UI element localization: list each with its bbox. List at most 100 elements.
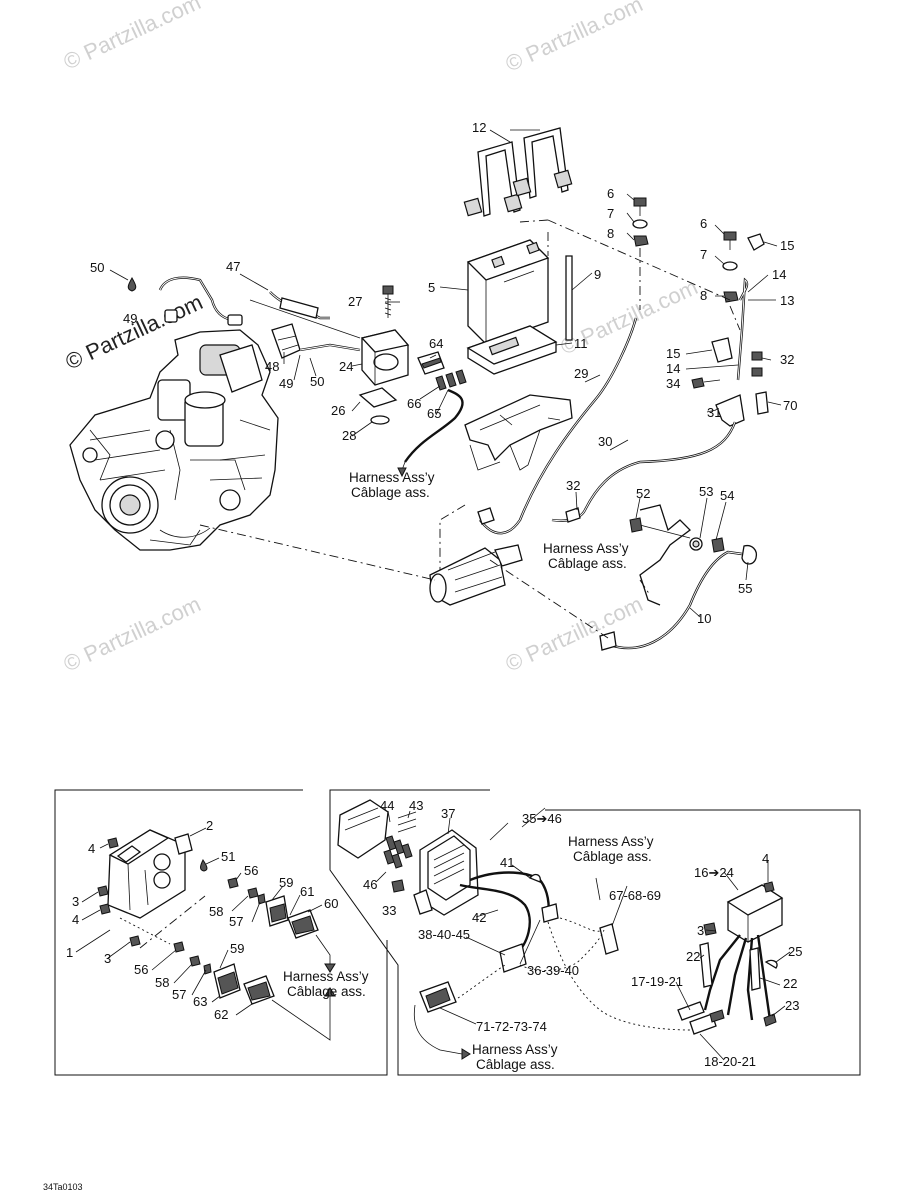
callout-60: 60 — [324, 896, 338, 911]
callout-37: 37 — [441, 806, 455, 821]
starter-cable — [551, 421, 737, 522]
callout-4: 4 — [88, 841, 95, 856]
harness-plug — [599, 923, 619, 955]
leader-lines-right — [375, 807, 791, 1061]
callout-44: 44 — [380, 798, 394, 813]
callout-71: 71-72-73-74 — [476, 1019, 547, 1034]
callout-29: 29 — [574, 366, 588, 381]
callout-58: 58 — [209, 904, 223, 919]
callout-67: 67-68-69 — [609, 888, 661, 903]
sealant-drop — [127, 276, 137, 292]
harness-label-line1: Harness Ass’y — [283, 969, 369, 984]
callout-4: 4 — [72, 912, 79, 927]
callout-6: 6 — [700, 216, 707, 231]
callout-14: 14 — [666, 361, 680, 376]
callout-47: 47 — [226, 259, 240, 274]
harness-label-line1: Harness Ass’y — [349, 470, 435, 485]
callout-13: 13 — [780, 293, 794, 308]
callout-59: 59 — [230, 941, 244, 956]
terminal-pins — [435, 369, 467, 391]
watermark: © Partzilla.com — [60, 0, 205, 75]
leader-lines-left — [75, 827, 323, 1016]
harness-label-line2: Câblage ass. — [573, 849, 652, 864]
panel-frame-left — [54, 789, 388, 1076]
callout-46: 46 — [363, 877, 377, 892]
callout-49: 49 — [279, 376, 293, 391]
callout-24: 24 — [339, 359, 353, 374]
hardware-stack-left — [632, 197, 649, 247]
callout-1: 1 — [66, 945, 73, 960]
watermark: © Partzilla.com — [502, 0, 647, 77]
leader-lines-upper — [109, 129, 782, 618]
grease-drop — [200, 859, 208, 872]
routing-lines-right — [457, 917, 691, 1031]
callout-64: 64 — [429, 336, 443, 351]
harness-label-line2: Câblage ass. — [287, 984, 366, 999]
callout-35: 35➔46 — [522, 811, 562, 826]
harness-label-right-top: Harness Ass’y Câblage ass. — [568, 834, 654, 864]
battery-pad — [466, 325, 558, 375]
harness-label-line2: Câblage ass. — [476, 1057, 555, 1072]
coil-bolt — [382, 285, 394, 318]
engine-illustration — [69, 329, 279, 551]
plug-connector — [419, 981, 457, 1013]
callout-16: 16➔24 — [694, 865, 734, 880]
callout-33: 33 — [382, 903, 396, 918]
harness-arrow-line — [595, 877, 601, 901]
regulator-screw — [391, 879, 405, 893]
callout-53: 53 — [699, 484, 713, 499]
harness-arrow-line — [413, 1004, 463, 1055]
callout-52: 52 — [636, 486, 650, 501]
arrow-head — [324, 987, 336, 997]
callout-15: 15 — [780, 238, 794, 253]
callout-22: 22 — [783, 976, 797, 991]
callout-30: 30 — [598, 434, 612, 449]
callout-43: 43 — [409, 798, 423, 813]
callout-14: 14 — [772, 267, 786, 282]
callout-26: 26 — [331, 403, 345, 418]
arrow-head — [461, 1048, 471, 1060]
starter-motor — [429, 544, 523, 606]
hardware-stack-right — [711, 231, 765, 381]
callout-54: 54 — [720, 488, 734, 503]
harness-label-line1: Harness Ass’y — [568, 834, 654, 849]
callout-61: 61 — [300, 884, 314, 899]
harness-connector — [499, 943, 527, 973]
electronic-module — [107, 829, 186, 919]
ring-terminal — [529, 873, 541, 883]
callout-32: 32 — [780, 352, 794, 367]
callout-6: 6 — [607, 186, 614, 201]
callout-58: 58 — [155, 975, 169, 990]
callout-31: 31 — [707, 405, 721, 420]
voltage-regulator — [413, 829, 479, 916]
hold-down-rod — [565, 255, 573, 341]
callout-49: 49 — [123, 311, 137, 326]
callout-41: 41 — [500, 855, 514, 870]
harness-connector — [541, 903, 559, 923]
callout-3: 3 — [72, 894, 79, 909]
callout-8: 8 — [607, 226, 614, 241]
callout-66: 66 — [407, 396, 421, 411]
cdi-module — [726, 884, 784, 943]
harness-lead — [404, 388, 464, 463]
harness-label-right-bottom: Harness Ass’y Câblage ass. — [472, 1042, 558, 1072]
callout-25: 25 — [788, 944, 802, 959]
callout-32: 32 — [566, 478, 580, 493]
callout-38: 38-40-45 — [418, 927, 470, 942]
callout-10: 10 — [697, 611, 711, 626]
callout-55: 55 — [738, 581, 752, 596]
watermark: © Partzilla.com — [60, 591, 205, 676]
arrow-head — [324, 963, 336, 973]
regulator-harness — [459, 883, 531, 956]
module-screw — [703, 922, 717, 936]
callout-7: 7 — [700, 247, 707, 262]
module-screw — [763, 881, 775, 893]
callout-2: 2 — [206, 818, 213, 833]
callout-12: 12 — [472, 120, 486, 135]
callout-51: 51 — [221, 849, 235, 864]
callout-62: 62 — [214, 1007, 228, 1022]
callout-70: 70 — [783, 398, 797, 413]
assembly-line — [139, 895, 206, 949]
callout-57: 57 — [229, 914, 243, 929]
callout-7: 7 — [607, 206, 614, 221]
